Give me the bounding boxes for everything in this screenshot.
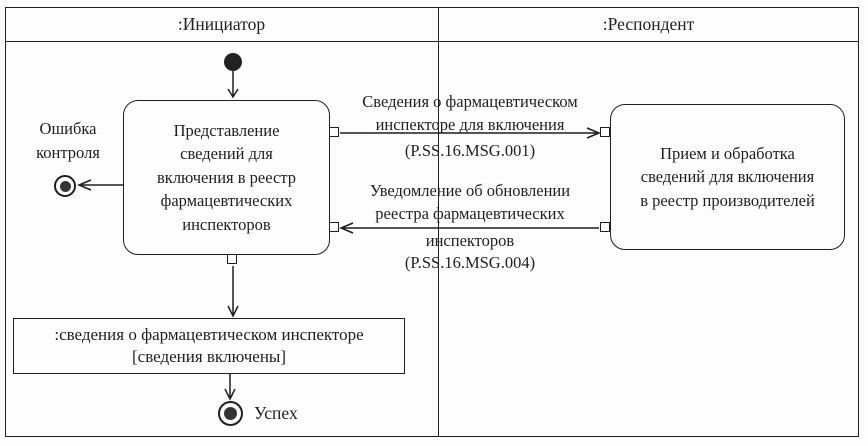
activity-initiator-line: фармацевтических bbox=[160, 191, 293, 211]
success-final-node-core bbox=[224, 407, 237, 420]
activity-initiator: Представление сведений для включения в р… bbox=[123, 100, 330, 255]
arrow-activity-to-error bbox=[77, 179, 123, 191]
msg004-label-line2: реестра фармацевтических bbox=[375, 204, 565, 223]
arrow-initial-to-activity bbox=[227, 71, 239, 99]
activity-respondent: Прием и обработка сведений для включения… bbox=[610, 104, 845, 250]
arrow-activity-to-object bbox=[227, 266, 239, 318]
arrow-msg-001 bbox=[340, 127, 601, 139]
lane-title-initiator: :Инициатор bbox=[177, 14, 266, 34]
msg004-label-line4: (P.SS.16.MSG.004) bbox=[404, 253, 536, 272]
activity-initiator-line: сведений для bbox=[180, 144, 273, 164]
pin-activity-output bbox=[227, 254, 237, 264]
error-label-line1: Ошибка bbox=[39, 119, 97, 138]
error-label-line2: контроля bbox=[36, 143, 100, 162]
error-final-node-core bbox=[59, 180, 71, 192]
initial-node bbox=[224, 53, 242, 71]
pin-msg004-target bbox=[329, 222, 339, 232]
object-node: :сведения о фармацевтическом инспекторе … bbox=[13, 318, 405, 374]
pin-msg001-source bbox=[329, 127, 339, 137]
object-node-line1: :сведения о фармацевтическом инспекторе bbox=[54, 325, 364, 344]
lane-header-separator bbox=[5, 41, 859, 42]
pin-msg004-source bbox=[600, 222, 610, 232]
lane-divider bbox=[438, 7, 439, 437]
activity-respondent-line: Прием и обработка bbox=[660, 143, 795, 163]
msg004-label-line3: инспекторов bbox=[425, 231, 515, 250]
arrow-msg-004 bbox=[339, 222, 599, 234]
activity-respondent-line: сведений для включения bbox=[640, 167, 815, 187]
lane-title-respondent: :Респондент bbox=[602, 14, 695, 34]
msg001-label-line3: (P.SS.16.MSG.001) bbox=[404, 141, 536, 160]
msg001-label-line1: Сведения о фармацевтическом bbox=[362, 92, 578, 111]
msg004-label-line1: Уведомление об обновлении bbox=[369, 181, 571, 200]
msg001-label-line2: инспекторе для включения bbox=[375, 115, 565, 134]
error-final-node bbox=[54, 175, 76, 197]
success-label: Успех bbox=[254, 403, 298, 423]
object-node-line2: [сведения включены] bbox=[131, 347, 286, 366]
activity-initiator-line: Представление bbox=[173, 120, 280, 140]
activity-initiator-line: включения в реестр bbox=[157, 167, 296, 187]
swimlane-frame bbox=[5, 7, 859, 437]
activity-initiator-line: инспекторов bbox=[182, 214, 271, 234]
pin-msg001-target bbox=[600, 127, 610, 137]
success-final-node bbox=[218, 401, 243, 426]
arrow-object-to-success bbox=[224, 374, 236, 401]
activity-respondent-line: в реестр производителей bbox=[640, 190, 815, 210]
